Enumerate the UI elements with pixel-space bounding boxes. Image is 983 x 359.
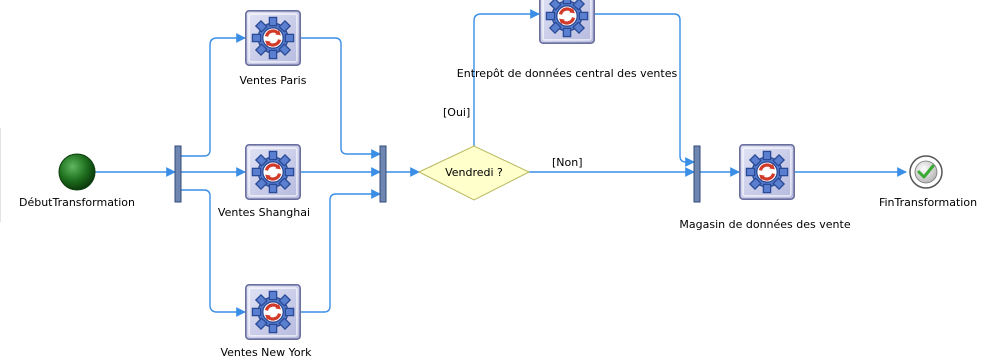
join-sync-bar[interactable] bbox=[379, 145, 387, 203]
start-node[interactable]: DébutTransformation bbox=[19, 153, 135, 209]
task-ventes-paris-label: Ventes Paris bbox=[240, 74, 307, 87]
join2-sync-bar[interactable] bbox=[693, 145, 701, 203]
edge-decision-oui-to-entrepot[interactable] bbox=[473, 9, 540, 150]
gear-process-icon bbox=[245, 144, 301, 200]
task-ventes-shanghai[interactable]: Ventes Shanghai bbox=[218, 144, 310, 219]
task-entrepot-label: Entrepôt de données central des ventes bbox=[457, 67, 678, 80]
edge-paris-to-join[interactable] bbox=[301, 37, 381, 159]
task-ventes-new-york[interactable]: Ventes New York bbox=[220, 284, 312, 359]
edges bbox=[95, 9, 907, 317]
edge-fork-to-newyork[interactable] bbox=[181, 189, 246, 317]
gear-process-icon bbox=[539, 0, 595, 44]
task-ventes-paris[interactable]: Ventes Paris bbox=[240, 10, 307, 87]
task-magasin[interactable]: Magasin de données des vente bbox=[679, 144, 851, 231]
task-entrepot[interactable]: Entrepôt de données central des ventes bbox=[457, 0, 678, 80]
gear-process-icon bbox=[245, 10, 301, 66]
decision-label: Vendredi ? bbox=[445, 166, 503, 179]
end-node[interactable]: FinTransformation bbox=[879, 155, 977, 209]
task-ventes-new-york-label: Ventes New York bbox=[220, 346, 312, 359]
task-magasin-label: Magasin de données des vente bbox=[679, 218, 850, 231]
gear-process-icon bbox=[245, 284, 301, 340]
task-ventes-shanghai-label: Ventes Shanghai bbox=[218, 206, 310, 219]
edge-fork-to-paris[interactable] bbox=[181, 33, 246, 157]
fork-sync-bar[interactable] bbox=[174, 145, 182, 203]
end-checkmark bbox=[917, 164, 935, 179]
start-label: DébutTransformation bbox=[19, 196, 135, 209]
end-label: FinTransformation bbox=[879, 196, 977, 209]
gear-process-icon bbox=[739, 144, 795, 200]
start-circle-icon bbox=[58, 153, 96, 191]
decision-diamond bbox=[417, 145, 531, 201]
edge-entrepot-to-join2[interactable] bbox=[595, 13, 695, 167]
edge-label-non: [Non] bbox=[552, 156, 583, 169]
decision-node[interactable]: Vendredi ? bbox=[417, 145, 531, 201]
edge-label-oui: [Oui] bbox=[443, 106, 470, 119]
edge-newyork-to-join[interactable] bbox=[301, 189, 381, 313]
